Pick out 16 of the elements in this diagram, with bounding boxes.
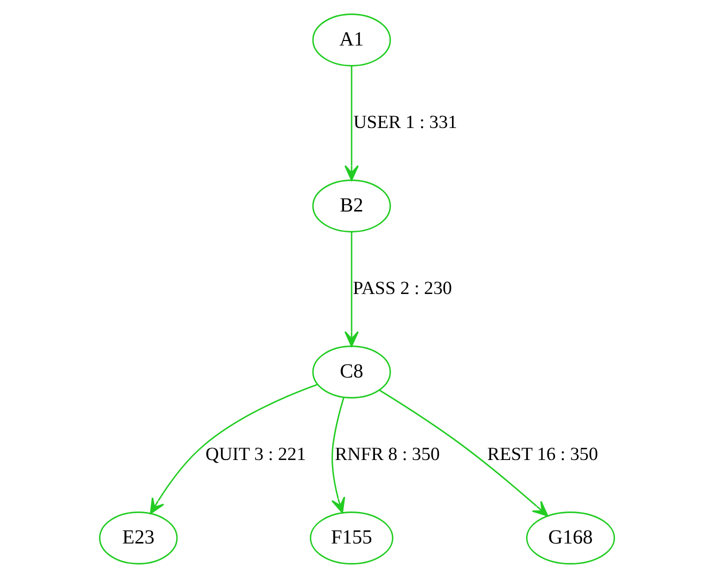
node-ellipse: G168 <box>526 512 616 564</box>
edge-label: RNFR 8 : 350 <box>334 444 440 465</box>
node-ellipse: A1 <box>312 14 391 66</box>
arrow <box>344 232 359 347</box>
edge-label: USER 1 : 331 <box>353 112 458 133</box>
edge-label: PASS 2 : 230 <box>352 278 452 299</box>
arrow <box>344 66 359 181</box>
arrow <box>331 397 346 514</box>
node-ellipse: E23 <box>99 512 178 564</box>
arrow <box>150 384 318 514</box>
edge-label: REST 16 : 350 <box>487 444 598 465</box>
edge-label: QUIT 3 : 221 <box>206 444 306 465</box>
node-ellipse: C8 <box>312 346 391 398</box>
node-ellipse: F155 <box>310 512 394 564</box>
node-ellipse: B2 <box>312 180 391 232</box>
arrow <box>379 390 548 516</box>
